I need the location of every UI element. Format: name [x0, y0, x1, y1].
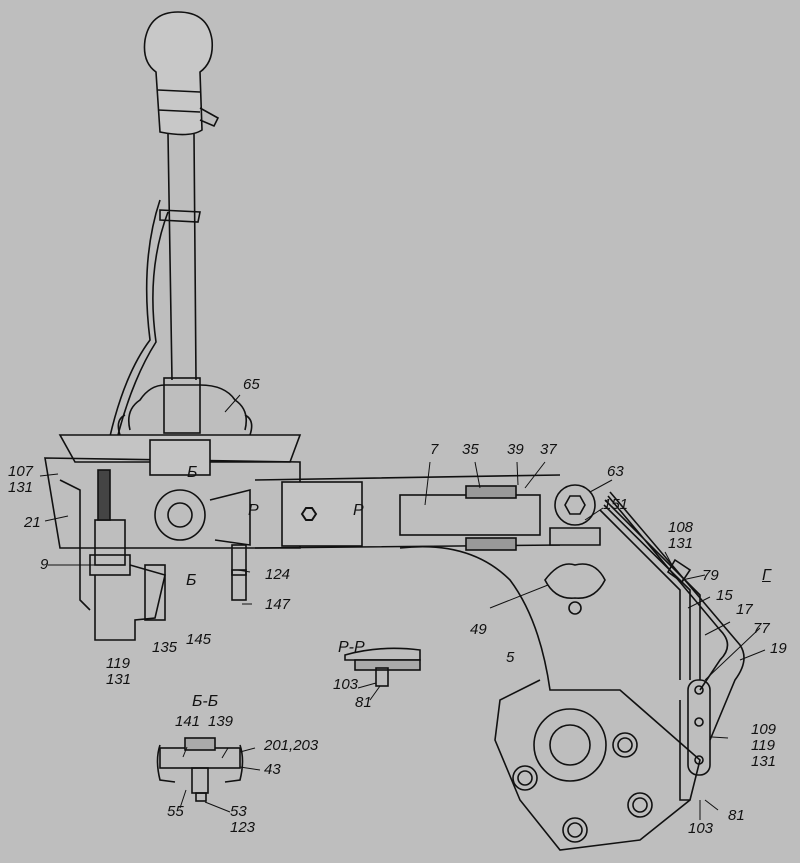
callout-9: 9: [40, 556, 49, 573]
section-title-r-r: Р-Р: [338, 639, 365, 656]
callout-151: 151: [603, 496, 629, 513]
callout-141: 141: [175, 713, 201, 730]
view-label-g: Г: [762, 567, 771, 584]
section-r-r: [344, 647, 421, 687]
callout-63: 63: [607, 463, 624, 480]
section-title-b-b: Б-Б: [192, 693, 219, 710]
callout-124: 124: [265, 566, 291, 583]
cut-mark-r-right: Р: [353, 502, 364, 519]
gear-lever-knob: [143, 11, 220, 136]
callout-145: 145: [186, 631, 212, 648]
callout-39: 39: [507, 441, 524, 458]
callout-35: 35: [462, 441, 479, 458]
leader-lines: [39, 394, 766, 820]
callout-77: 77: [753, 620, 770, 637]
callout-139: 139: [208, 713, 234, 730]
callout-201-203: 201,203: [264, 737, 319, 754]
callout-15: 15: [716, 587, 733, 604]
shift-rod: [254, 474, 561, 551]
cut-mark-r-left: Р: [248, 502, 259, 519]
callout-103: 103: [688, 820, 714, 837]
callout-81-rr: 81: [355, 694, 372, 711]
tubes: [599, 491, 745, 801]
callout-49: 49: [470, 621, 487, 638]
section-b-b: [156, 737, 244, 802]
callout-103-rr: 103: [333, 676, 359, 693]
callout-7: 7: [430, 441, 439, 458]
callout-43: 43: [264, 761, 281, 778]
cut-mark-b-bottom: Б: [186, 572, 197, 589]
cut-mark-b-top: Б: [187, 464, 198, 481]
callout-79: 79: [702, 567, 719, 584]
callout-19: 19: [770, 640, 787, 657]
callout-55: 55: [167, 803, 184, 820]
callout-65: 65: [243, 376, 260, 393]
selector-housing: [59, 469, 166, 641]
callout-147: 147: [265, 596, 291, 613]
callout-37: 37: [540, 441, 557, 458]
callout-135: 135: [152, 639, 178, 656]
callout-21: 21: [24, 514, 41, 531]
callout-81: 81: [728, 807, 745, 824]
support-bracket: [399, 545, 701, 851]
callout-5: 5: [506, 649, 515, 666]
gear-lever-shaft: [104, 133, 201, 461]
callout-17: 17: [736, 601, 753, 618]
